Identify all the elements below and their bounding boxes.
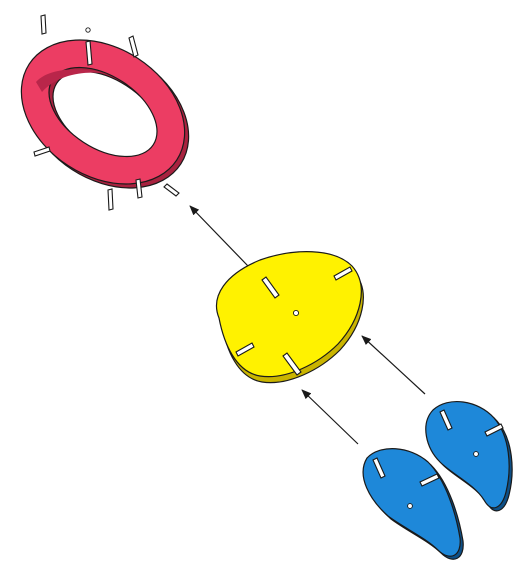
ring-slot-bottom-left: [108, 189, 113, 210]
paddle-right-hole: [474, 452, 479, 457]
ring-hole: [86, 28, 90, 32]
egg-plate-hole: [293, 310, 298, 315]
arrow-plate-to-ring: [190, 206, 248, 266]
egg-plate-part: [217, 252, 364, 383]
arrow-right-paddle-to-plate: [362, 336, 425, 394]
ring-part: [0, 10, 216, 217]
paddle-left-hole: [408, 504, 413, 509]
ring-slot-left: [34, 147, 50, 156]
ring-slot-bottom-right: [164, 184, 179, 196]
arrow-left-paddle-to-plate: [302, 390, 358, 444]
ring-slot-top-left: [41, 15, 46, 34]
